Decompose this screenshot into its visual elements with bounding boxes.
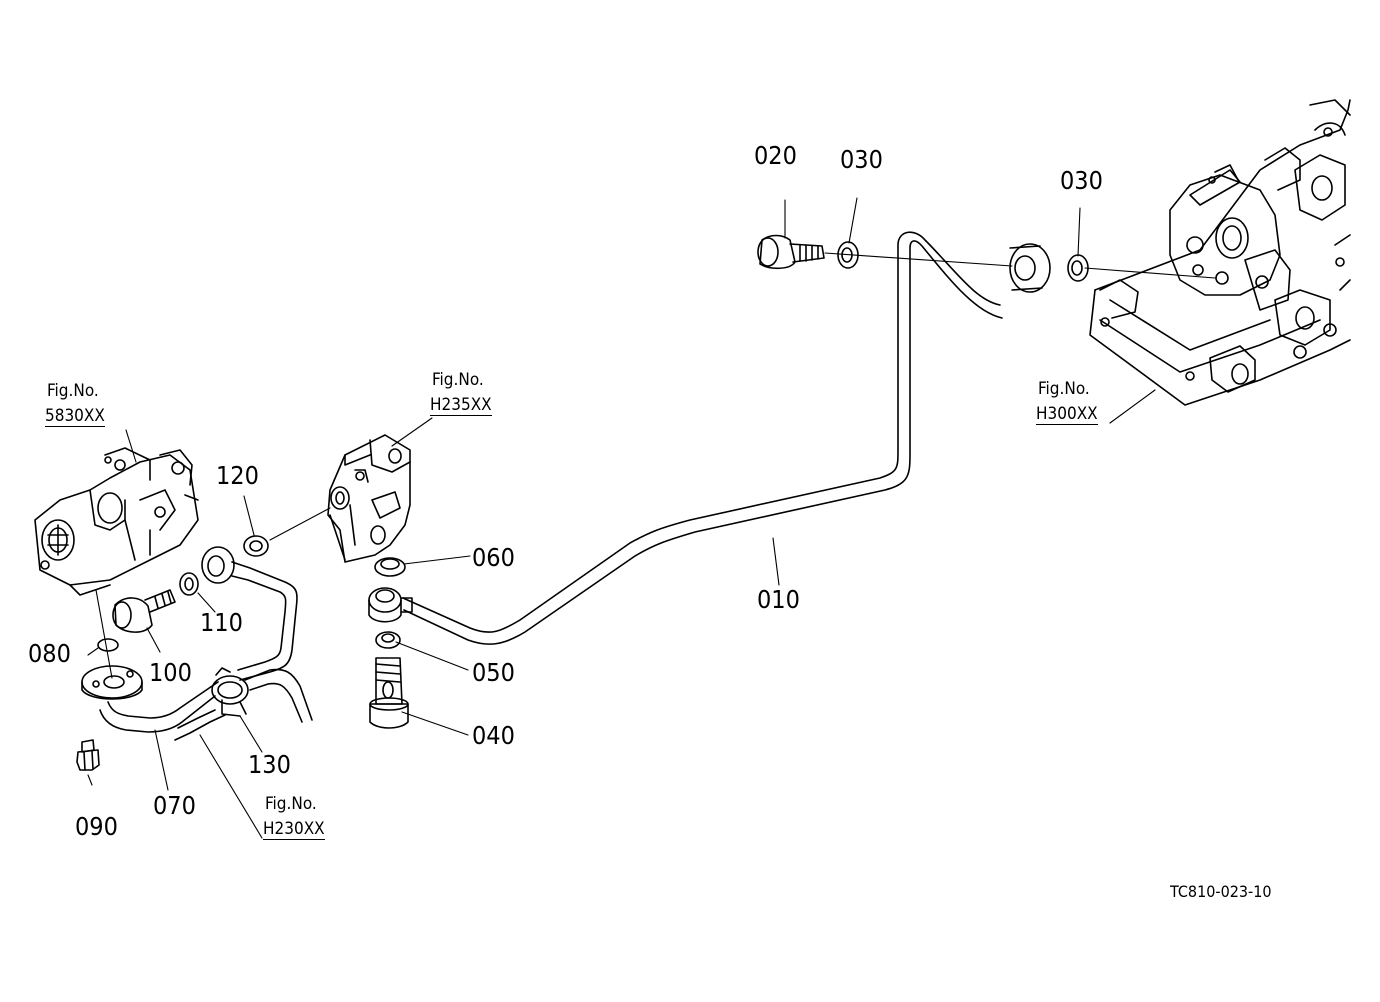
fitting-090	[76, 739, 100, 771]
banjo-bolt-040	[369, 657, 409, 729]
callout-030-left[interactable]: 030	[840, 145, 883, 174]
control-valve-h235	[327, 434, 411, 563]
callout-050[interactable]: 050	[472, 658, 515, 687]
callout-040[interactable]: 040	[472, 721, 515, 750]
transmission-housing-h300	[1089, 99, 1351, 406]
callout-090[interactable]: 090	[75, 812, 118, 841]
washer-060	[374, 557, 406, 577]
callout-010[interactable]: 010	[757, 585, 800, 614]
o-ring-080	[97, 638, 119, 652]
figref-h300-label: Fig.No.	[1038, 379, 1090, 399]
callout-020[interactable]: 020	[754, 141, 797, 170]
figref-5830-label: Fig.No.	[47, 381, 99, 401]
flange-plate	[81, 665, 143, 700]
figref-5830-code[interactable]: 5830XX	[45, 406, 105, 427]
banjo-fitting-center	[368, 587, 413, 623]
washer-110	[179, 572, 199, 596]
figref-h300-code[interactable]: H300XX	[1036, 404, 1098, 425]
banjo-bolt-020	[757, 234, 825, 270]
figref-h235-label: Fig.No.	[432, 370, 484, 390]
washer-030-left	[837, 241, 859, 269]
pipe-h230	[174, 668, 313, 741]
callout-070[interactable]: 070	[153, 791, 196, 820]
assembly-line-120	[269, 507, 331, 541]
assembly-line-030	[1084, 267, 1216, 279]
banjo-fitting-right	[1009, 243, 1051, 293]
assembly-line-pump	[95, 589, 113, 679]
banjo-bolt-100	[112, 589, 176, 633]
washer-050	[375, 631, 401, 649]
figref-h230-label: Fig.No.	[265, 794, 317, 814]
callout-130[interactable]: 130	[248, 750, 291, 779]
figref-h235-code[interactable]: H235XX	[430, 395, 492, 416]
assembly-line-020	[824, 252, 1013, 267]
washer-120	[243, 535, 269, 557]
callout-030-right[interactable]: 030	[1060, 166, 1103, 195]
callout-110[interactable]: 110	[200, 608, 243, 637]
drawing-code: TC810-023-10	[1170, 882, 1272, 901]
callout-120[interactable]: 120	[216, 461, 259, 490]
hydraulic-pump-5830	[34, 447, 199, 596]
callout-100[interactable]: 100	[149, 658, 192, 687]
callout-leaders	[87, 197, 1156, 839]
callout-080[interactable]: 080	[28, 639, 71, 668]
pipe-070	[99, 546, 298, 733]
pipe-010	[402, 231, 1003, 645]
callout-060[interactable]: 060	[472, 543, 515, 572]
clamp-130	[211, 667, 249, 717]
figref-h230-code[interactable]: H230XX	[263, 819, 325, 840]
